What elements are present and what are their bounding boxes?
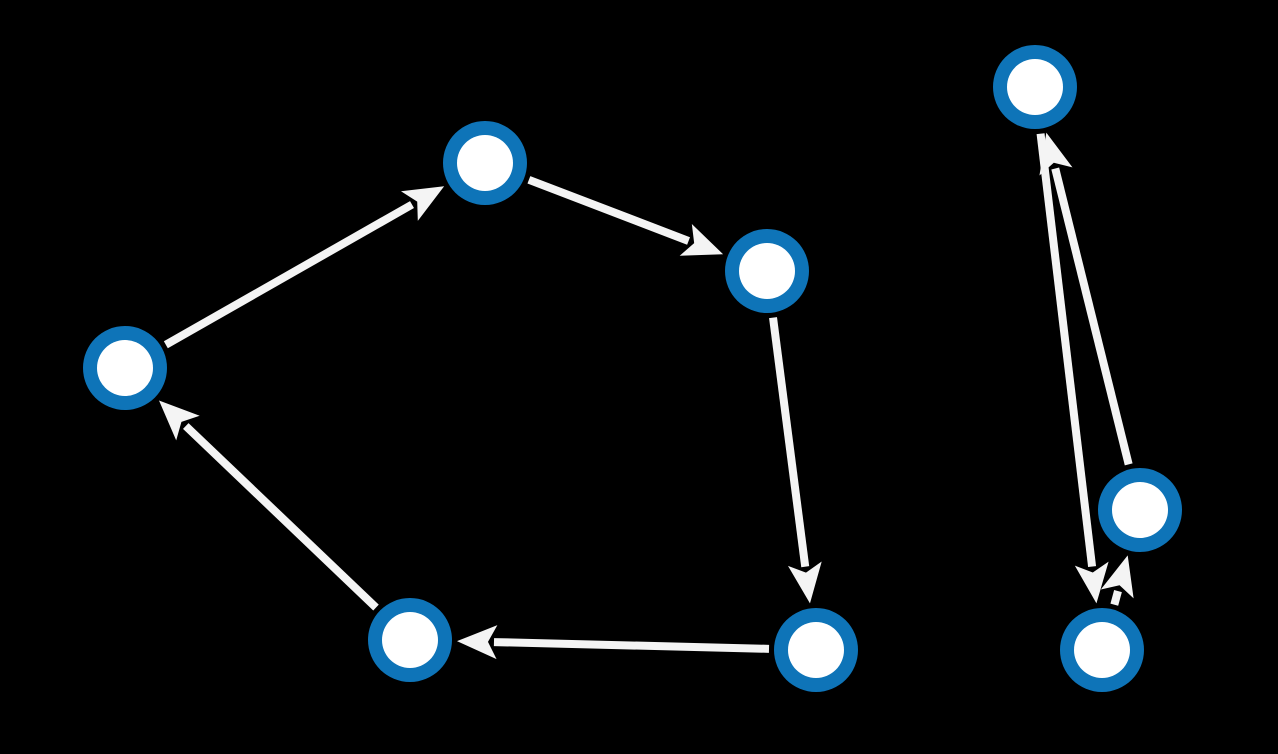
graph-node-core [788, 622, 844, 678]
graph-edge [163, 201, 414, 349]
graph-node-core [1112, 482, 1168, 538]
graph-edge [1036, 133, 1097, 568]
graph-node[interactable] [443, 121, 527, 205]
graph-node-core [382, 612, 438, 668]
graph-edge-arrowhead-icon [1039, 132, 1073, 176]
graph-node-core [97, 340, 153, 396]
graph-edge-arrowhead-icon [159, 400, 200, 441]
graph-node[interactable] [993, 45, 1077, 129]
graph-node[interactable] [1060, 608, 1144, 692]
graph-edge [493, 638, 770, 653]
graph-edge-arrowhead-icon [400, 186, 445, 221]
node-layer [83, 45, 1182, 692]
graph-edge-arrowhead-icon [1100, 555, 1134, 599]
graph-node[interactable] [725, 229, 809, 313]
edge-layer [159, 132, 1134, 660]
graph-edge [1110, 590, 1122, 606]
graph-node-core [1074, 622, 1130, 678]
graph-edge-arrowhead-icon [679, 224, 724, 256]
graph-node-core [1007, 59, 1063, 115]
graph-edge [769, 317, 810, 568]
graph-node-core [739, 243, 795, 299]
graph-edge-arrowhead-icon [456, 625, 498, 660]
graph-node-core [457, 135, 513, 191]
graph-edge [1051, 167, 1133, 466]
graph-node[interactable] [774, 608, 858, 692]
graph-node[interactable] [1098, 468, 1182, 552]
graph-edge-arrowhead-icon [787, 561, 822, 604]
graph-edge [527, 176, 690, 245]
graph-node[interactable] [368, 598, 452, 682]
graph-edge [183, 423, 379, 611]
graph-edge-arrowhead-icon [1074, 561, 1109, 604]
graph-node[interactable] [83, 326, 167, 410]
